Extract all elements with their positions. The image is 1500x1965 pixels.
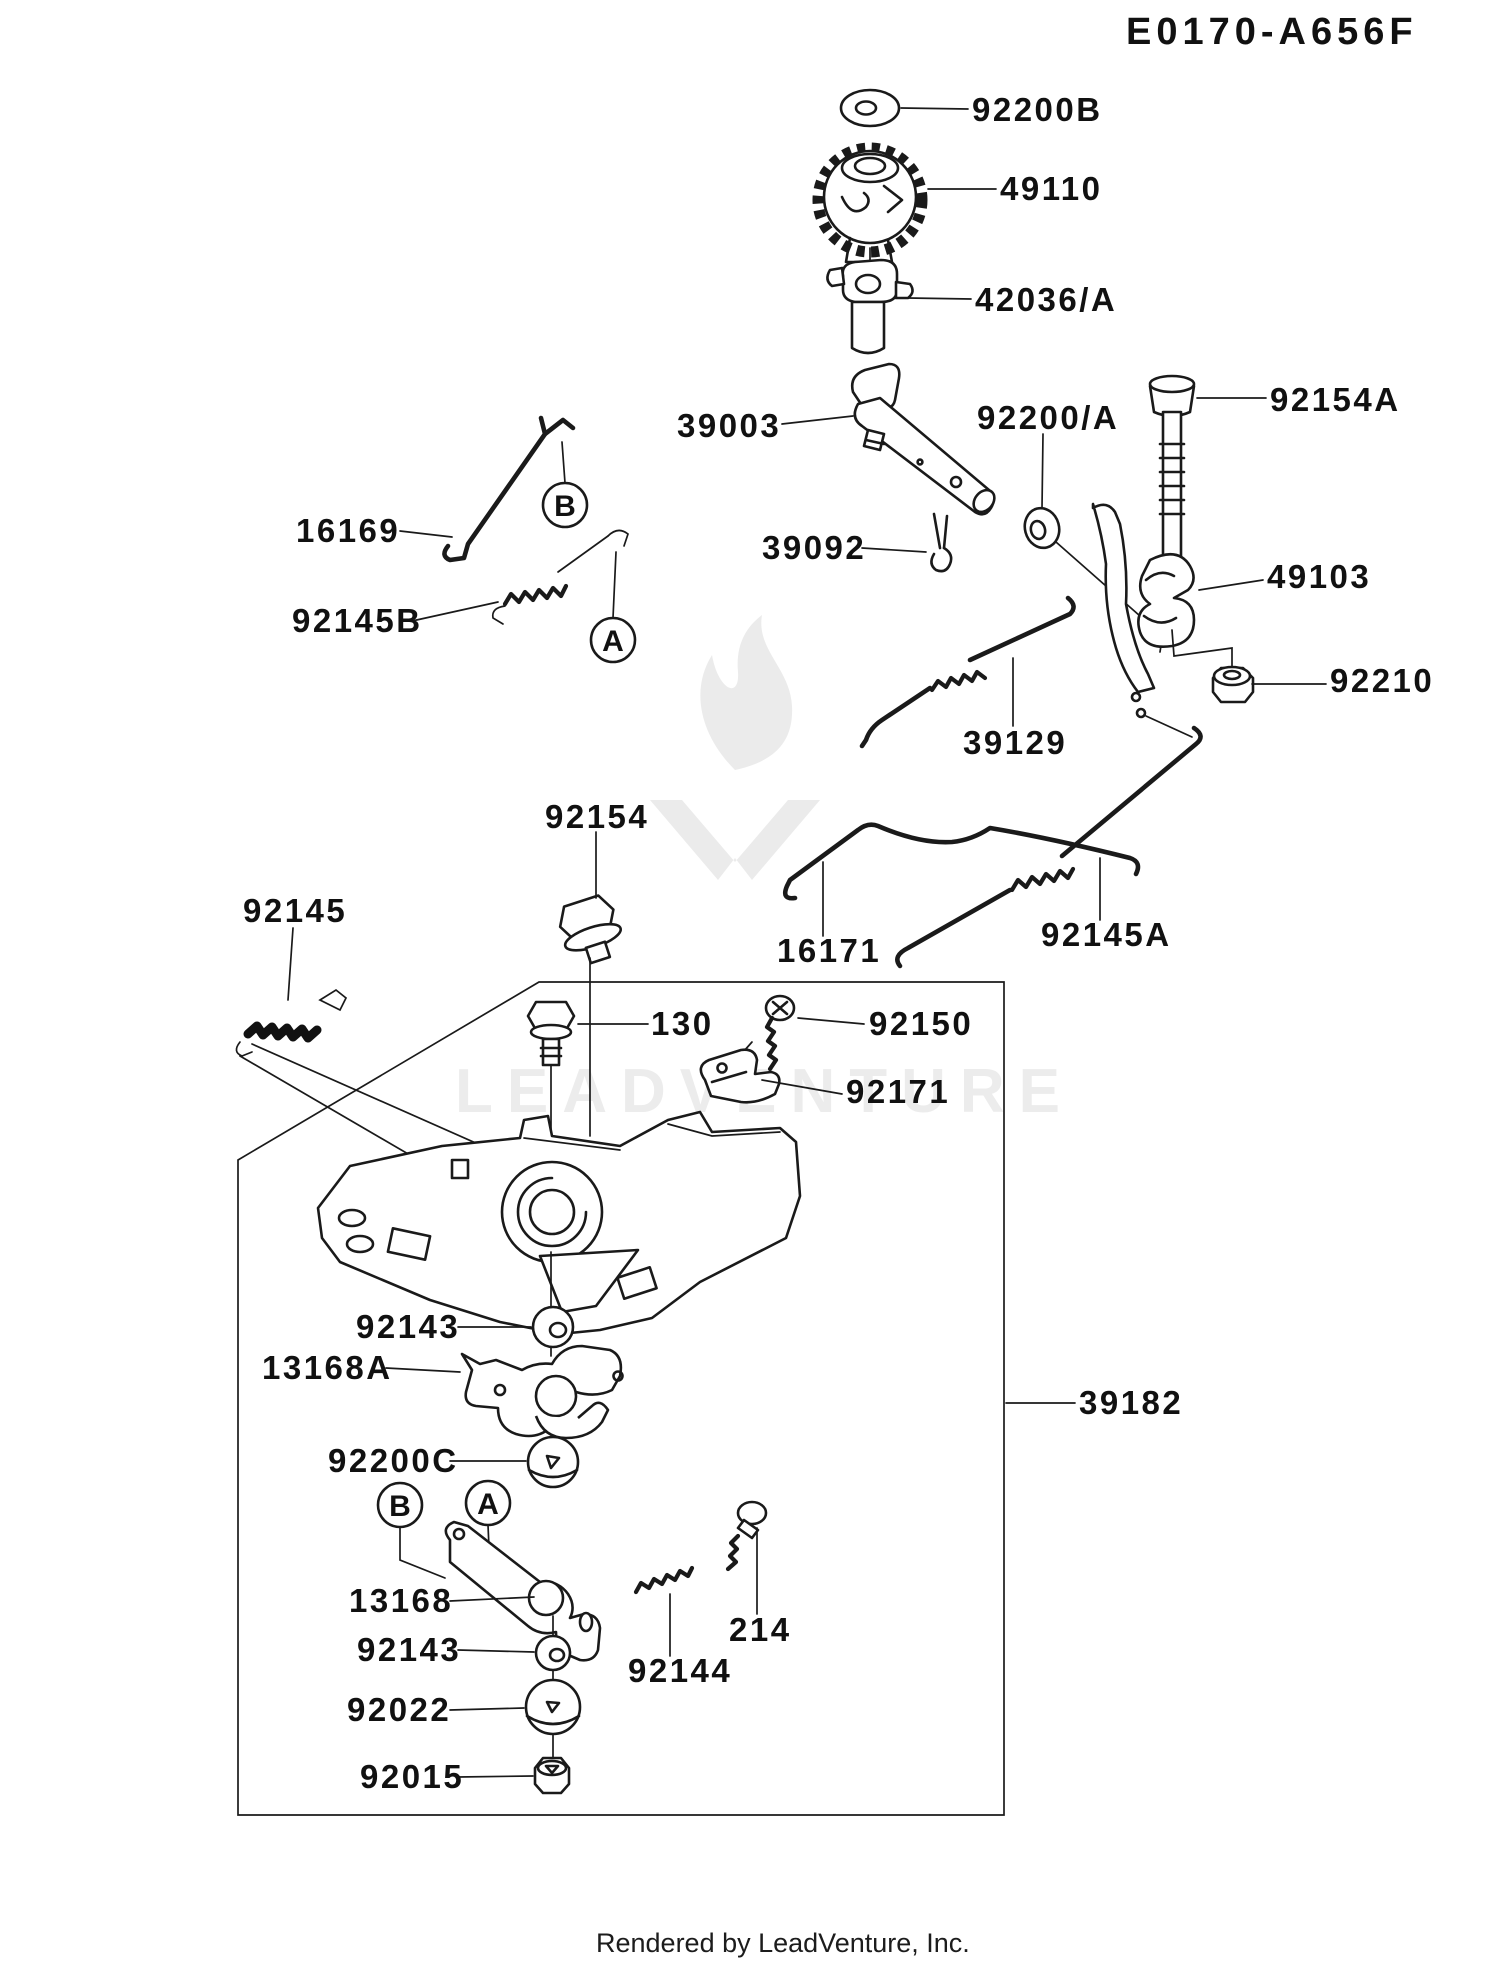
lever-13168A-shape [460, 1344, 624, 1440]
assembly-box-39182 [237, 981, 1005, 1816]
spring-92145B-shape [491, 529, 629, 625]
part-label-92144[interactable]: 92144 [628, 1652, 732, 1689]
rod-92145A-shape [895, 725, 1203, 969]
page-title: E0170-A656F [1126, 11, 1418, 53]
part-label-13168[interactable]: 13168 [349, 1582, 453, 1619]
part-label-214[interactable]: 214 [729, 1611, 792, 1648]
part-label-16171[interactable]: 16171 [777, 932, 881, 969]
bolt-214-shape [725, 1500, 768, 1615]
callout-letter: B [389, 1490, 411, 1523]
choke-lever-39003-shape [850, 362, 996, 516]
governor-gear-49110-shape [812, 142, 928, 267]
clamp-92171-shape [699, 1048, 781, 1104]
footer-credit: Rendered by LeadVenture, Inc. [596, 1928, 970, 1958]
part-label-39003[interactable]: 39003 [677, 407, 781, 444]
part-label-92150[interactable]: 92150 [869, 1005, 973, 1042]
part-label-92154[interactable]: 92154 [545, 798, 649, 835]
callout-letter: A [477, 1488, 499, 1521]
part-label-92145[interactable]: 92145 [243, 892, 347, 929]
part-label-49110[interactable]: 49110 [1000, 170, 1102, 207]
part-label-92143-2[interactable]: 92143 [357, 1631, 461, 1668]
part-label-92200A[interactable]: 92200/A [977, 399, 1119, 436]
part-labels: 92200B 49110 42036/A 39003 92200/A 92154… [243, 91, 1434, 1795]
washer-92143-1-shape [531, 1305, 575, 1349]
part-label-39182[interactable]: 39182 [1079, 1384, 1183, 1421]
control-bracket-shape [316, 1110, 802, 1336]
flame-icon [650, 615, 820, 880]
part-label-130[interactable]: 130 [651, 1005, 714, 1042]
part-label-49103[interactable]: 49103 [1267, 558, 1371, 595]
part-label-92200B[interactable]: 92200B [972, 91, 1103, 128]
washer-92200C-shape [526, 1435, 580, 1489]
part-label-13168A[interactable]: 13168A [262, 1349, 393, 1386]
washer-92022-shape [524, 1678, 582, 1736]
callout-circle-A1: A [589, 551, 637, 664]
part-label-92143-1[interactable]: 92143 [356, 1308, 460, 1345]
part-label-92145A[interactable]: 92145A [1041, 916, 1172, 953]
governor-shaft-42036A-shape [826, 258, 914, 355]
part-label-92210[interactable]: 92210 [1330, 662, 1434, 699]
bolt-130-shape [526, 1000, 576, 1141]
washer-92143-2-shape [534, 1634, 572, 1672]
part-label-92145B[interactable]: 92145B [292, 602, 423, 639]
control-plate-49103-shape [1091, 502, 1196, 738]
lever-13168-shape [444, 1520, 602, 1662]
bolt-92154-shape [558, 894, 622, 965]
callout-letter: A [602, 625, 624, 658]
flange-nut-92210-shape [1171, 629, 1255, 704]
part-label-92200C[interactable]: 92200C [328, 1442, 459, 1479]
washer-92200A-shape [1023, 506, 1141, 617]
part-label-42036A[interactable]: 42036/A [975, 281, 1117, 318]
part-label-39092[interactable]: 39092 [762, 529, 866, 566]
cotter-pin-39092-shape [930, 512, 953, 573]
leader-lines [385, 107, 1327, 1778]
part-label-92154A[interactable]: 92154A [1270, 381, 1401, 418]
washer-92200B-shape [839, 88, 901, 128]
part-label-92171[interactable]: 92171 [846, 1073, 950, 1110]
rod-16171-shape [782, 822, 1141, 937]
choke-rod-16169-shape [442, 415, 576, 563]
part-label-92015[interactable]: 92015 [360, 1758, 464, 1795]
spring-92144-shape [633, 1565, 695, 1657]
bolt-92154A-shape [1148, 374, 1196, 653]
callout-circle-B2: B [376, 1481, 446, 1579]
part-label-16169[interactable]: 16169 [296, 512, 400, 549]
part-label-39129[interactable]: 39129 [963, 724, 1067, 761]
rod-39129-shape [859, 595, 1076, 749]
part-label-92022[interactable]: 92022 [347, 1691, 451, 1728]
callout-letter: B [554, 490, 576, 523]
callout-circle-B1: B [541, 441, 589, 529]
nut-92015-shape [533, 1756, 571, 1795]
